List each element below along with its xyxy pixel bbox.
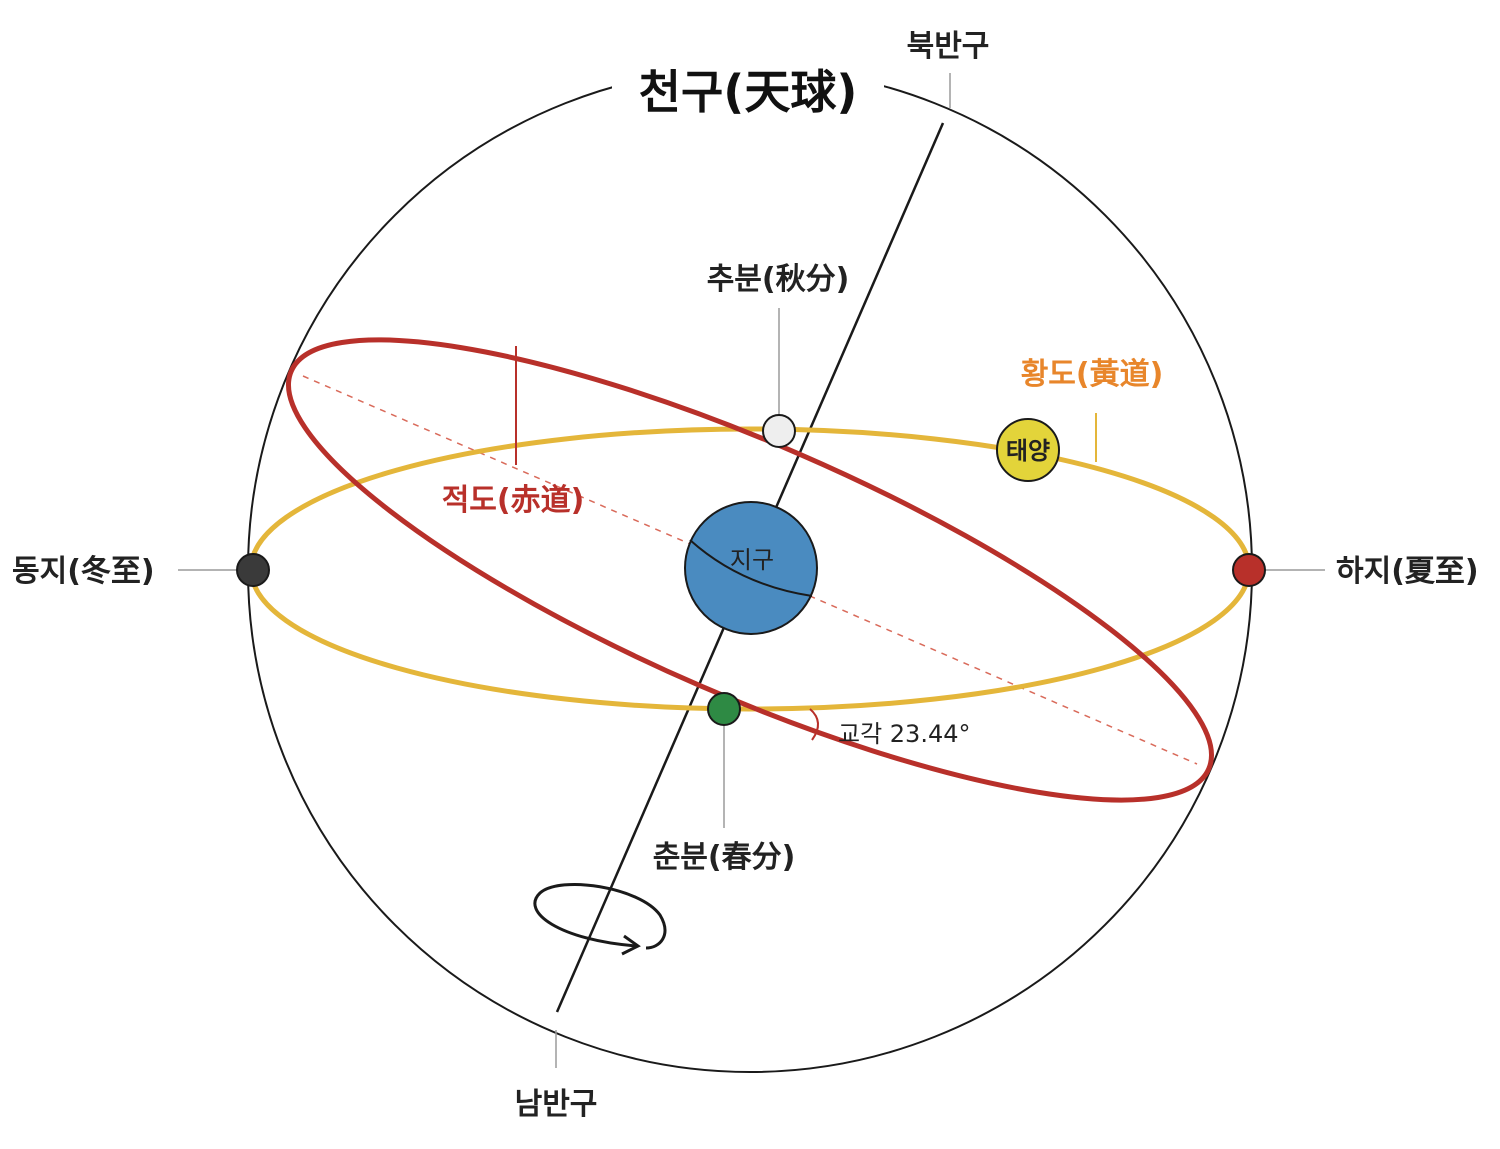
- summer-solstice-label: 하지(夏至): [1336, 554, 1479, 589]
- earth-label: 지구: [730, 546, 774, 574]
- equator-ellipse: [286, 337, 1214, 803]
- angle-arc: [809, 708, 819, 741]
- sun: [996, 418, 1060, 482]
- earth-globe: [684, 501, 818, 635]
- summer-solstice-point: [1232, 553, 1266, 587]
- north-hemisphere-label: 북반구: [907, 29, 990, 64]
- winter-solstice-label: 동지(冬至): [12, 554, 155, 589]
- autumn-equinox-point: [762, 414, 796, 448]
- ecliptic-label: 황도(黃道): [1021, 357, 1164, 392]
- winter-solstice-point: [236, 553, 270, 587]
- spring-equinox-point: [707, 692, 741, 726]
- diagram-title: 천구(天球): [639, 65, 858, 119]
- earth-equator-curve: [689, 539, 813, 597]
- autumn-equinox-label: 추분(秋分): [707, 262, 850, 297]
- rotation-arrow-icon: [533, 882, 667, 956]
- angle-label: 교각 23.44°: [838, 720, 971, 748]
- spring-equinox-label: 춘분(春分): [653, 840, 796, 875]
- south-hemisphere-label: 남반구: [515, 1087, 598, 1122]
- sun-label: 태양: [1006, 437, 1050, 465]
- equator-label: 적도(赤道): [442, 483, 585, 518]
- title-background: [612, 58, 884, 124]
